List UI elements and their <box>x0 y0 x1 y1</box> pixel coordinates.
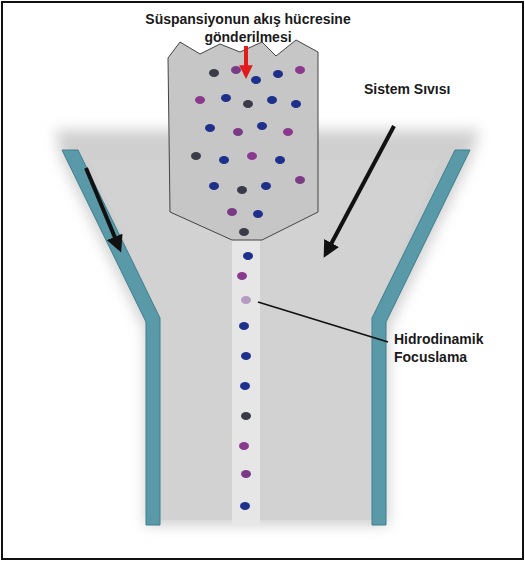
sheath-fluid <box>55 130 480 525</box>
sheath-arrow-left <box>86 168 116 240</box>
cells <box>191 66 305 510</box>
label-text: Sistem Sıvısı <box>364 80 504 98</box>
label-text: Hidrodinamik Focuslama <box>394 330 514 366</box>
sheath-arrow-right <box>330 126 394 246</box>
focused-stream <box>232 235 260 525</box>
injection-arrow <box>244 46 248 68</box>
left-wall <box>62 150 160 525</box>
leader-line <box>258 302 388 342</box>
injection-tube <box>168 40 318 240</box>
label-text: Süspansiyonun akış hücresine gönderilmes… <box>138 10 358 46</box>
